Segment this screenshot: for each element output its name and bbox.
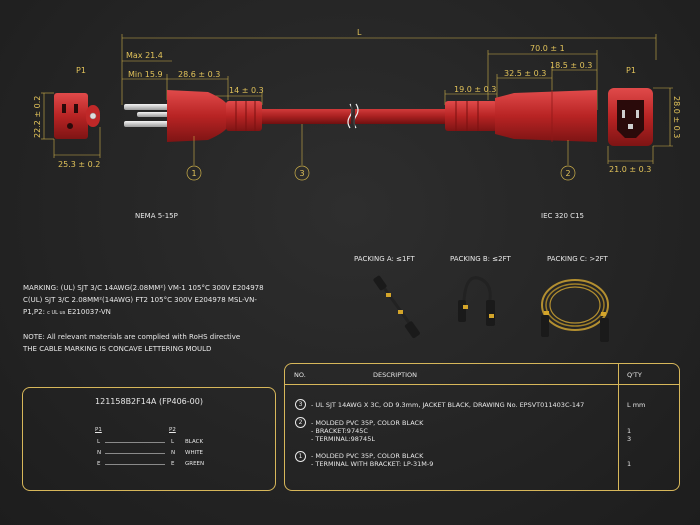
packing-a-label: PACKING A: ≤1FT [354,255,415,263]
dim-conn-body: 32.5 ± 0.3 [504,69,546,78]
callout-1: 1 [192,169,197,178]
dim-min: Min 15.9 [128,70,163,79]
bom-qty-divider [618,364,619,490]
wiring-row-2-color: WHITE [185,450,204,456]
wire-green [105,464,165,465]
marking-line-1: MARKING: (UL) SJT 3/C 14AWG(2.08MM²) VM-… [23,284,264,292]
wire-white [105,453,165,454]
bom-row-1-no: 1 [295,451,306,462]
dim-max: Max 21.4 [126,51,163,60]
bom-row-2-desc-3: - TERMINAL:98745L [311,435,375,443]
bom-row-1-desc-2: - TERMINAL WITH BRACKET: LP-31M-9 [311,460,434,468]
ul-mark: c UL us [47,310,66,316]
bom-header-description: DESCRIPTION [373,371,417,379]
plug-side-view [124,90,262,142]
packing-c-label: PACKING C: >2FT [547,255,609,263]
callout-3: 3 [300,169,305,178]
wiring-row-2-p2: N [171,450,176,456]
callout-1-circle [186,165,202,181]
p1-left-label: P1 [76,66,86,75]
bom-row-2-desc-2: - BRACKET:9745C [311,427,368,435]
packing-b-image [458,276,495,326]
wiring-row-3-color: GREEN [185,461,205,467]
dim-plug-width: 25.3 ± 0.2 [58,160,100,169]
connector-type-label: IEC 320 C15 [541,212,584,220]
packing-c-image [541,279,609,342]
bom-row-1-qty: 1 [627,460,632,468]
bom-row-3-no: 3 [295,399,306,410]
packing-a-image [373,275,420,339]
plug-type-label: NEMA 5-15P [135,212,178,220]
bom-header-no: NO. [294,371,306,379]
callout-2: 2 [566,169,571,178]
packing-b-label: PACKING B: ≤2FT [450,255,511,263]
wiring-row-3-p1: E [97,461,101,467]
dim-overall: L [357,28,362,37]
plug-front-view [54,93,100,139]
bom-row-3-desc: - UL SJT 14AWG X 3C, OD 9.3mm, JACKET BL… [311,401,585,409]
wiring-box: 121158B2F14A (FP406-00) P1 P2 L L BLACK … [22,387,276,491]
bom-table: NO. DESCRIPTION Q'TY 3 - UL SJT 14AWG X … [284,363,680,491]
wiring-row-1-p1: L [97,439,101,445]
bom-header-qty: Q'TY [627,371,642,379]
wiring-row-1-color: BLACK [185,439,204,445]
wiring-row-3-p2: E [171,461,175,467]
connector-side-view [445,90,597,142]
marking-line-2: C(UL) SJT 3/C 2.08MM²(14AWG) FT2 105°C 3… [23,296,257,304]
p1-right-label: P1 [626,66,636,75]
wiring-col-p1: P1 [95,427,102,433]
dim-plug-body: 28.6 ± 0.3 [178,70,220,79]
bom-row-3-qty: L mm [627,401,646,409]
bom-row-2-qty-2: 1 [627,427,632,435]
marking-line-3: P1,P2: c UL us E210037-VN [23,307,111,319]
wiring-col-p2: P2 [169,427,176,433]
bom-row-2-desc-1: - MOLDED PVC 35P, COLOR BLACK [311,419,424,427]
note-line-1: NOTE: All relevant materials are complie… [23,333,241,341]
bom-header-rule [285,384,679,385]
connector-front-view [608,88,653,146]
callout-3-circle [294,165,310,181]
dim-plug-strain: 14 ± 0.3 [229,86,264,95]
wiring-row-2-p1: N [97,450,102,456]
dim-conn-head: 18.5 ± 0.3 [550,61,592,70]
marking-line-3-suffix: E210037-VN [65,308,111,316]
bom-row-2-qty-3: 3 [627,435,632,443]
note-line-2: THE CABLE MARKING IS CONCAVE LETTERING M… [23,345,212,353]
cable-side-view [258,103,448,129]
callout-2-circle [560,165,576,181]
dim-conn-height: 28.0 ± 0.3 [672,96,681,138]
marking-line-3-prefix: P1,P2: [23,308,48,316]
dim-conn-width: 21.0 ± 0.3 [609,165,651,174]
dim-conn-strain: 19.0 ± 0.3 [454,85,496,94]
wire-black [105,442,165,443]
wiring-row-1-p2: L [171,439,175,445]
dim-conn-total: 70.0 ± 1 [530,44,565,53]
bom-row-2-no: 2 [295,417,306,428]
bom-row-1-desc-1: - MOLDED PVC 35P, COLOR BLACK [311,452,424,460]
part-number: 121158B2F14A (FP406-00) [95,397,203,406]
dim-plug-height: 22.2 ± 0.2 [33,96,42,138]
